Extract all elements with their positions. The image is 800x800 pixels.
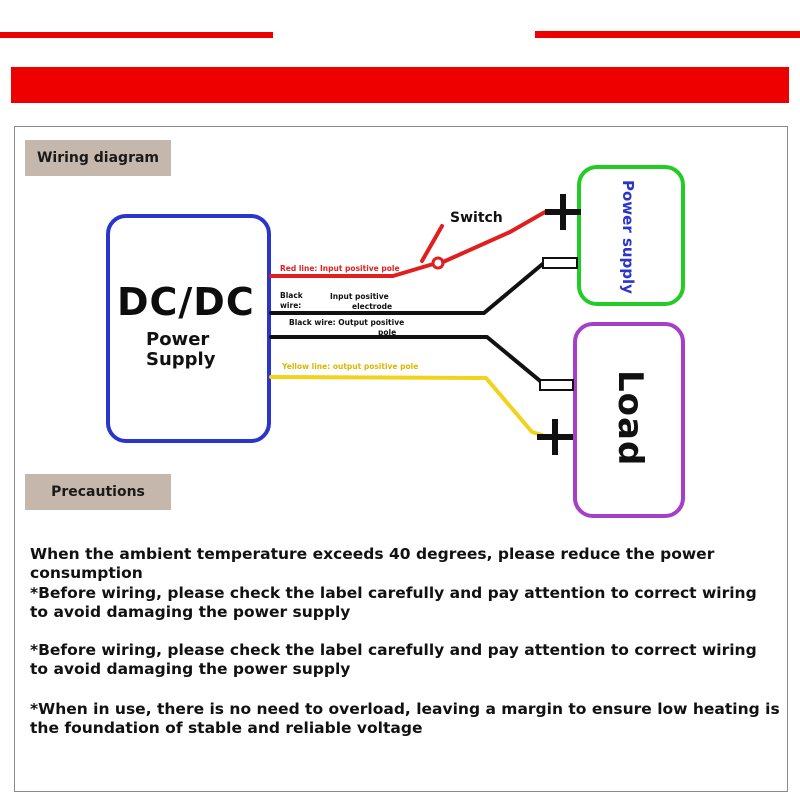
precaution-line-3: *Before wiring, please check the label c… <box>30 641 757 678</box>
power-supply-box <box>577 165 685 306</box>
switch-label: Switch <box>450 210 503 226</box>
power-supply-plus-icon <box>545 194 581 230</box>
black-wire-input-label-line1: Black <box>280 291 303 300</box>
red-wire <box>269 260 442 278</box>
red-wire-to-plus <box>441 210 547 264</box>
dcdc-subtitle-line1: Power <box>146 329 210 350</box>
precaution-line-4: *When in use, there is no need to overlo… <box>30 700 780 737</box>
load-minus-icon <box>539 379 574 391</box>
wiring-diagram-label: Wiring diagram <box>36 150 160 166</box>
red-line-label: Red line: Input positive pole <box>280 264 400 273</box>
top-right-red-line <box>535 31 800 38</box>
black-wire-output-label-line1: Black wire: Output positive <box>289 318 405 327</box>
precautions-tag: Precautions <box>25 474 171 510</box>
yellow-line-label: Yellow line: output positive pole <box>282 362 419 371</box>
red-banner <box>11 67 789 103</box>
wiring-diagram-tag: Wiring diagram <box>25 140 171 176</box>
dcdc-subtitle-line2: Supply <box>146 349 216 370</box>
black-wire-input-label-line2: wire: <box>280 301 302 310</box>
switch-lever <box>420 224 444 263</box>
black-wire-output <box>269 335 547 387</box>
precaution-line-1: When the ambient temperature exceeds 40 … <box>30 545 715 582</box>
input-positive-line1: Input positive <box>330 292 389 301</box>
power-supply-minus-icon <box>542 257 578 269</box>
load-box <box>573 322 685 518</box>
load-plus-icon <box>537 419 573 455</box>
yellow-wire <box>269 375 547 438</box>
dcdc-title: DC/DC <box>117 280 255 324</box>
precaution-line-2: *Before wiring, please check the label c… <box>30 584 757 621</box>
black-wire-input <box>269 260 547 315</box>
dcdc-power-supply-box <box>106 214 271 443</box>
precautions-label: Precautions <box>51 484 145 500</box>
top-left-red-line <box>0 32 273 38</box>
content-frame <box>14 126 788 792</box>
black-wire-output-label-line2: pole <box>378 328 397 337</box>
input-positive-line2: electrode <box>352 302 393 311</box>
power-supply-label: Power supply <box>619 180 637 294</box>
load-label: Load <box>610 370 650 467</box>
